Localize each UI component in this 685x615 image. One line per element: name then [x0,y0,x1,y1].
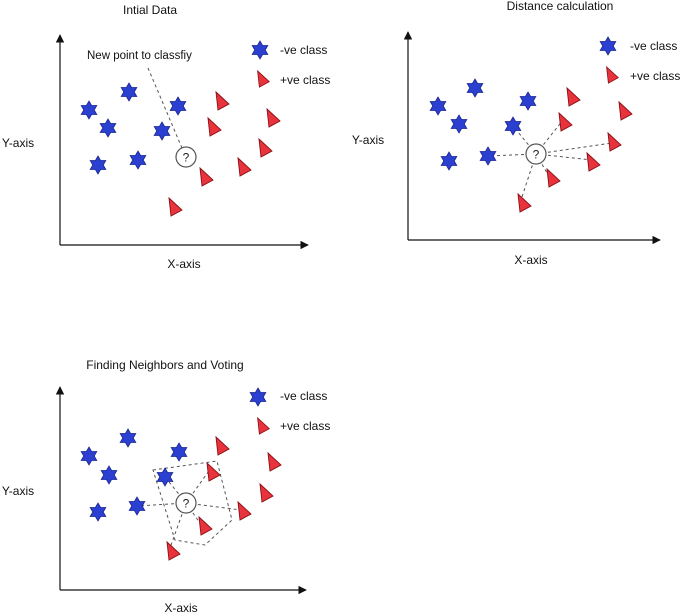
positive-point [206,462,221,482]
y-axis-label: Y-axis [2,136,34,150]
positive-point [586,152,601,172]
negative-point [504,116,522,136]
negative-point [119,428,137,448]
negative-point [479,146,497,166]
positive-point [259,483,274,503]
legend-positive-label: +ve class [630,69,680,83]
panel-initial-data: Intial Data X-axis Y-axis New point to c… [2,3,330,271]
negative-point [89,155,107,175]
positive-point [517,193,532,213]
legend-positive-label: +ve class [280,419,330,433]
positive-point [607,132,622,152]
negative-point [170,442,188,462]
positive-point [266,108,281,128]
legend-star-icon [251,40,269,60]
negative-point [466,78,484,98]
negative-point [128,496,146,516]
annotation-pointer [147,67,183,149]
negative-point [80,446,98,466]
positive-point [207,117,222,137]
legend-star-icon [249,387,267,407]
positive-point [258,138,273,158]
negative-point [153,121,171,141]
query-point [175,492,197,514]
positive-point [168,197,183,217]
annotation-label: New point to classfiy [87,50,192,62]
positive-point [566,87,581,107]
y-axis-label: Y-axis [2,484,34,498]
negative-point [80,100,98,120]
legend-negative-label: -ve class [630,39,677,53]
x-axis-label: X-axis [514,253,547,267]
positive-point [166,541,181,561]
query-point [525,143,547,165]
positive-point [267,452,282,472]
positive-point [546,168,561,188]
positive-point [198,516,213,536]
legend-negative-label: -ve class [280,389,327,403]
legend-triangle-icon [257,70,270,88]
panel-title: Distance calculation [507,0,614,13]
query-symbol: ? [533,148,540,162]
positive-point [558,112,573,132]
negative-point [429,96,447,116]
negative-point [129,150,147,170]
legend-triangle-icon [257,417,270,435]
query-point [175,146,197,168]
negative-point [120,82,138,102]
legend-triangle-icon [606,66,619,84]
neighbor-boundary [152,460,233,546]
legend-star-icon [599,36,617,56]
positive-point [215,436,230,456]
negative-point [450,114,468,134]
positive-point [215,91,230,111]
panel-finding-neighbors-voting: Finding Neighbors and Voting X-axis Y-ax… [2,358,330,615]
negative-point [89,502,107,522]
positive-point [237,157,252,177]
legend-negative-label: -ve class [280,43,327,57]
panel-title: Finding Neighbors and Voting [86,358,243,372]
positive-point [618,101,633,121]
positive-point [199,167,214,187]
y-axis-label: Y-axis [352,133,384,147]
negative-point [169,96,187,116]
negative-point [100,465,118,485]
x-axis-label: X-axis [167,257,200,271]
panel-distance-calculation: Distance calculation X-axis Y-axis -ve c… [352,0,680,267]
positive-point [237,501,252,521]
x-axis-label: X-axis [164,601,197,615]
query-symbol: ? [183,497,190,511]
negative-point [440,151,458,171]
panel-title: Intial Data [123,3,177,17]
negative-point [99,118,117,138]
legend-positive-label: +ve class [280,73,330,87]
negative-point [519,91,537,111]
query-symbol: ? [183,151,190,165]
